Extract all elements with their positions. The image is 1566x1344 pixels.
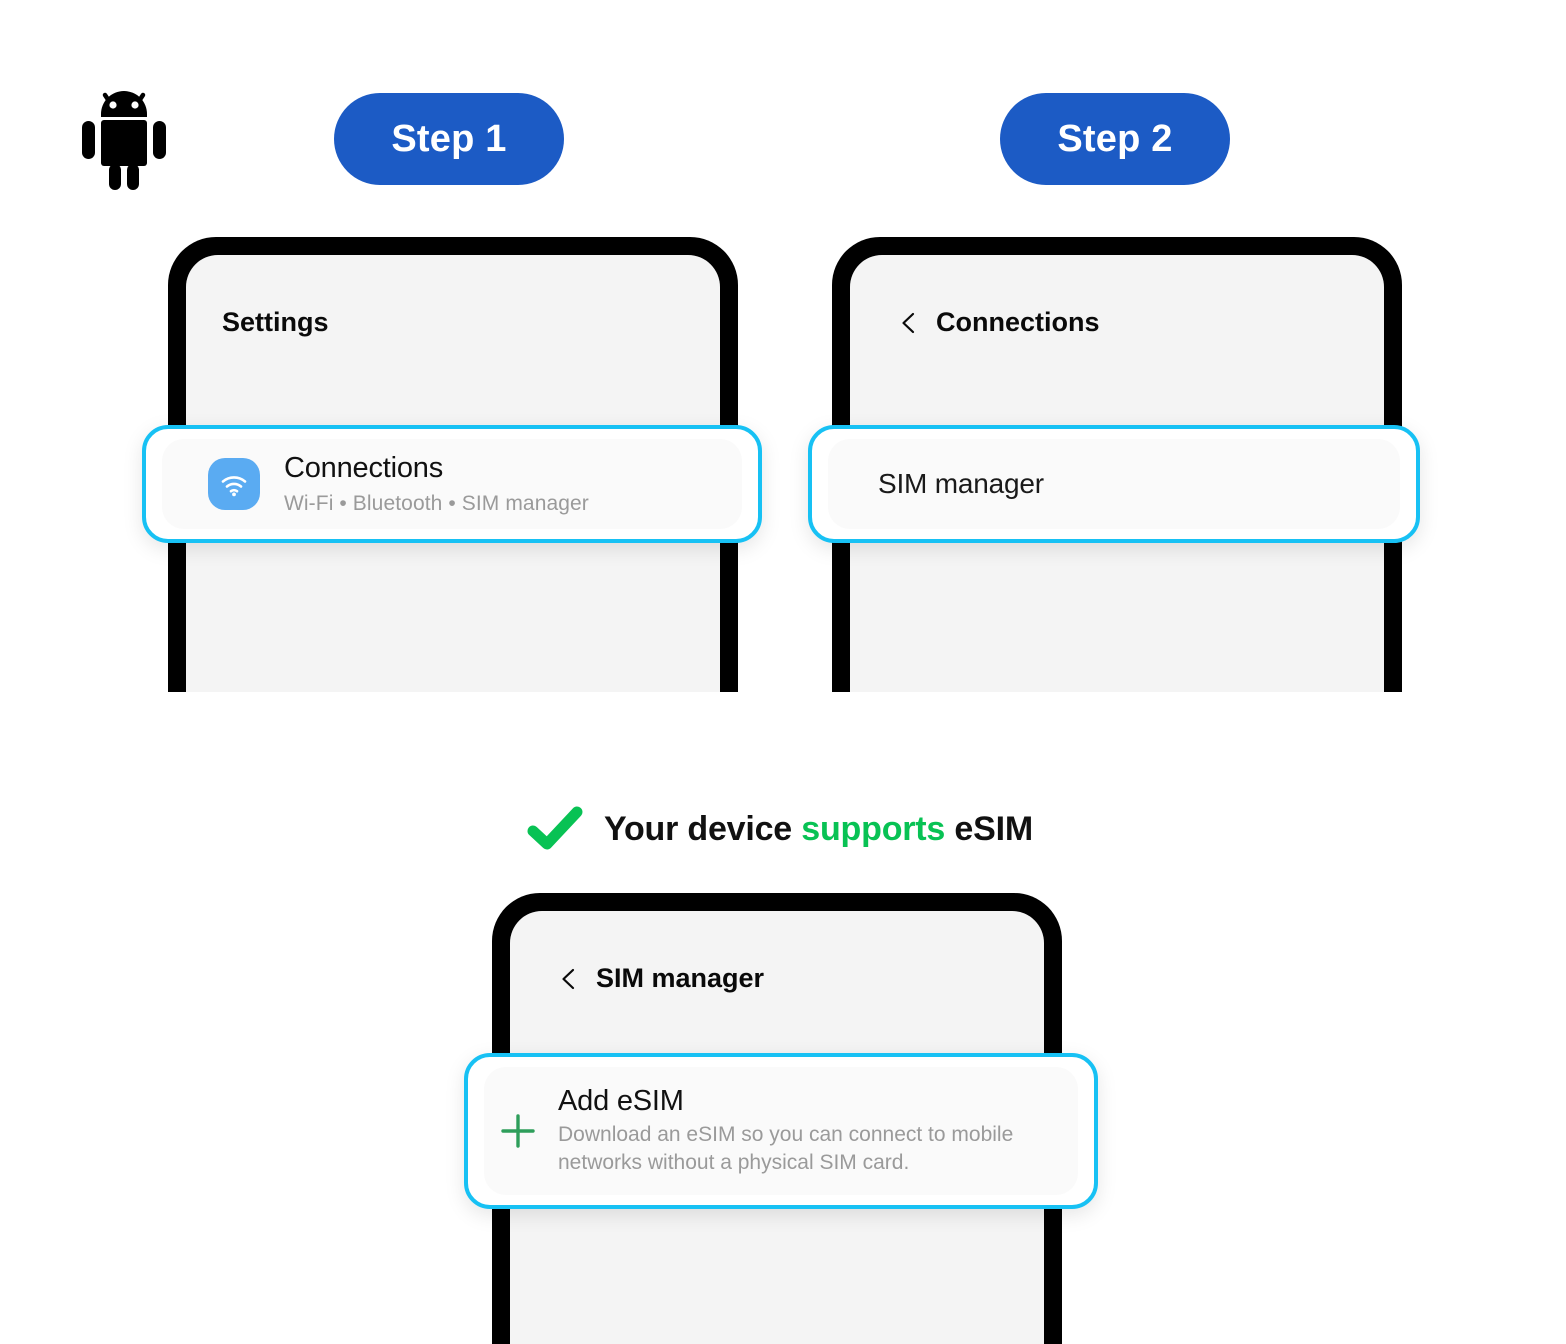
support-text-before: Your device (604, 809, 802, 848)
add-esim-row[interactable]: Add eSIM Download an eSIM so you can con… (468, 1057, 1094, 1205)
support-text-after: eSIM (945, 809, 1033, 848)
add-esim-title: Add eSIM (558, 1084, 684, 1117)
add-esim-texts: Add eSIM Download an eSIM so you can con… (558, 1085, 1063, 1178)
highlight-card-connections[interactable]: Connections Wi-Fi • Bluetooth • SIM mana… (142, 425, 762, 543)
highlight-card-add-esim[interactable]: Add eSIM Download an eSIM so you can con… (464, 1053, 1098, 1209)
sim-manager-label: SIM manager (878, 468, 1044, 499)
connections-row[interactable]: Connections Wi-Fi • Bluetooth • SIM mana… (146, 429, 758, 539)
wifi-icon (208, 458, 260, 510)
esim-support-banner: Your device supports eSIM (527, 806, 1033, 852)
android-robot-icon (74, 78, 174, 190)
step-2-label: Step 2 (1057, 117, 1173, 160)
support-text-accent: supports (801, 809, 946, 848)
plus-icon (496, 1109, 540, 1153)
page-title: Settings (222, 307, 329, 337)
chevron-left-icon[interactable] (896, 310, 922, 336)
connections-subtitle: Wi-Fi • Bluetooth • SIM manager (284, 491, 589, 515)
page-title: SIM manager (596, 963, 765, 993)
step-1-badge: Step 1 (334, 93, 564, 185)
page-title: Connections (936, 307, 1100, 337)
highlight-card-sim-manager[interactable]: SIM manager (808, 425, 1420, 543)
sim-manager-row[interactable]: SIM manager (812, 429, 1416, 539)
step-2-badge: Step 2 (1000, 93, 1230, 185)
card-inner-surface (484, 1067, 1078, 1195)
phone3-header: SIM manager (556, 963, 1044, 994)
add-esim-description: Download an eSIM so you can connect to m… (558, 1122, 1014, 1174)
phone2-header: Connections (896, 307, 1384, 338)
card-inner-surface (828, 439, 1400, 529)
chevron-left-icon[interactable] (556, 966, 582, 992)
connections-row-texts: Connections Wi-Fi • Bluetooth • SIM mana… (284, 452, 589, 515)
green-check-icon (527, 806, 583, 852)
connections-title: Connections (284, 452, 444, 485)
support-text: Your device supports eSIM (604, 810, 1033, 849)
phone1-header: Settings (222, 307, 720, 338)
step-1-label: Step 1 (391, 117, 507, 160)
